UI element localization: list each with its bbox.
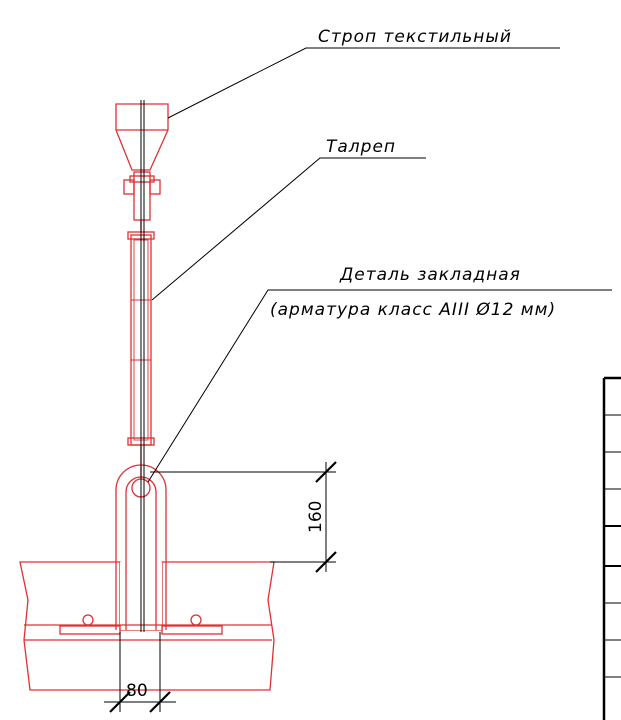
turnbuckle-label: Талреп (326, 137, 396, 157)
embedded-part-label: Деталь закладная (339, 265, 521, 285)
embedded-part-spec: (арматура класс AIII Ø12 мм) (270, 300, 556, 320)
side-table (602, 376, 621, 720)
height-dimension-value: 160 (306, 501, 326, 533)
concrete-section (19, 561, 275, 691)
dimension-height: 160 (150, 461, 337, 573)
leader-lines (147, 47, 612, 483)
shackle (123, 171, 161, 232)
textile-sling (115, 103, 169, 171)
sling-label: Строп текстильный (318, 27, 512, 47)
width-dimension-value: 80 (126, 681, 148, 701)
anchor-plates (59, 614, 223, 635)
dimension-width: 80 (104, 632, 176, 713)
